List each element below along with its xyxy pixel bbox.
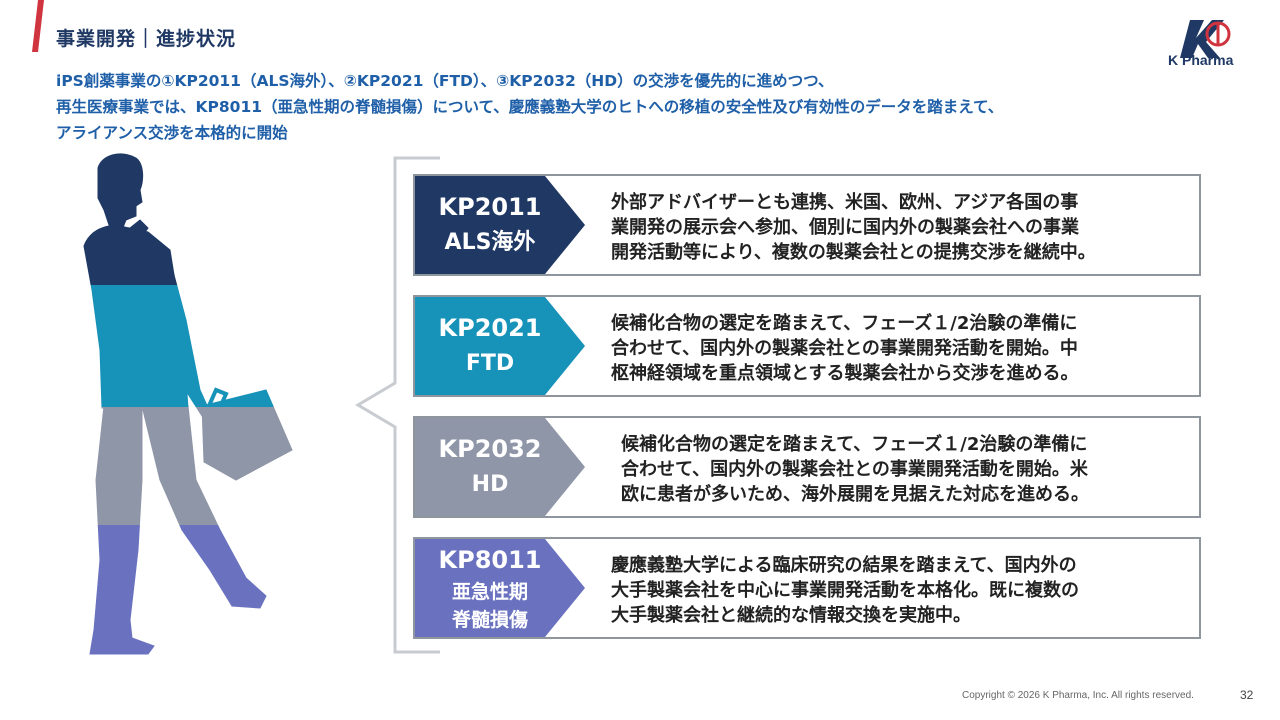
description-line: 候補化合物の選定を踏まえて、フェーズ１/2治験の準備に — [621, 434, 1088, 455]
page-title: 事業開発｜進捗状況 — [56, 28, 237, 50]
project-indication: 脊髄損傷 — [451, 609, 528, 631]
project-indication: 亜急性期 — [451, 581, 528, 603]
description-line: 欧に患者が多いため、海外展開を見据えた対応を進める。 — [621, 484, 1089, 505]
title-accent-bar — [32, 0, 44, 52]
description-line: 枢神経領域を重点領域とする製薬会社から交渉を進める。 — [611, 363, 1079, 384]
project-card-kp2021: KP2021 FTD 候補化合物の選定を踏まえて、フェーズ１/2治験の準備に 合… — [413, 295, 1201, 397]
project-tag: KP2021 FTD — [415, 297, 585, 395]
intro-line: iPS創薬事業の①KP2011（ALS海外）、②KP2021（FTD）、③KP2… — [56, 72, 834, 90]
businessman-silhouette-icon — [82, 151, 294, 656]
project-indication: ALS海外 — [444, 230, 536, 255]
copyright-notice: Copyright © 2026 K Pharma, Inc. All righ… — [962, 690, 1194, 701]
project-indication: HD — [471, 472, 509, 497]
project-tag: KP2032 HD — [415, 418, 585, 516]
description-line: 大手製薬会社と継続的な情報交換を実施中。 — [611, 605, 971, 626]
intro-line: アライアンス交渉を本格的に開始 — [56, 124, 288, 142]
project-description: 候補化合物の選定を踏まえて、フェーズ１/2治験の準備に 合わせて、国内外の製薬会… — [621, 432, 1191, 507]
project-description: 外部アドバイザーとも連携、米国、欧州、アジア各国の事 業開発の展示会へ参加、個別… — [611, 190, 1181, 265]
description-line: 慶應義塾大学による臨床研究の結果を踏まえて、国内外の — [611, 555, 1077, 576]
description-line: 外部アドバイザーとも連携、米国、欧州、アジア各国の事 — [611, 192, 1079, 213]
description-line: 合わせて、国内外の製薬会社との事業開発活動を開始。米 — [621, 459, 1088, 480]
description-line: 大手製薬会社を中心に事業開発活動を本格化。既に複数の — [611, 580, 1079, 601]
description-line: 候補化合物の選定を踏まえて、フェーズ１/2治験の準備に — [611, 313, 1078, 334]
project-description: 候補化合物の選定を踏まえて、フェーズ１/2治験の準備に 合わせて、国内外の製薬会… — [611, 311, 1181, 386]
intro-text: iPS創薬事業の①KP2011（ALS海外）、②KP2021（FTD）、③KP2… — [56, 68, 1236, 146]
project-card-kp8011: KP8011 亜急性期 脊髄損傷 慶應義塾大学による臨床研究の結果を踏まえて、国… — [413, 537, 1201, 639]
page-number: 32 — [1240, 688, 1254, 702]
project-code: KP8011 — [438, 546, 542, 574]
project-indication: FTD — [465, 351, 515, 376]
logo-text: K Pharma — [1168, 52, 1234, 68]
company-logo-icon — [1180, 20, 1231, 58]
description-line: 開発活動等により、複数の製薬会社との提携交渉を継続中。 — [611, 242, 1096, 263]
description-line: 業開発の展示会へ参加、個別に国内外の製薬会社への事業 — [611, 217, 1079, 238]
project-card-kp2011: KP2011 ALS海外 外部アドバイザーとも連携、米国、欧州、アジア各国の事 … — [413, 174, 1201, 276]
project-description: 慶應義塾大学による臨床研究の結果を踏まえて、国内外の 大手製薬会社を中心に事業開… — [611, 553, 1181, 628]
project-code: KP2011 — [438, 193, 542, 221]
speech-bracket — [355, 156, 440, 654]
project-card-kp2032: KP2032 HD 候補化合物の選定を踏まえて、フェーズ１/2治験の準備に 合わ… — [413, 416, 1201, 518]
intro-line: 再生医療事業では、KP8011（亜急性期の脊髄損傷）について、慶應義塾大学のヒト… — [56, 98, 1004, 116]
project-code: KP2021 — [438, 314, 542, 342]
project-code: KP2032 — [438, 435, 542, 463]
description-line: 合わせて、国内外の製薬会社との事業開発活動を開始。中 — [611, 338, 1078, 359]
project-tag: KP8011 亜急性期 脊髄損傷 — [415, 539, 585, 637]
project-tag: KP2011 ALS海外 — [415, 176, 585, 274]
